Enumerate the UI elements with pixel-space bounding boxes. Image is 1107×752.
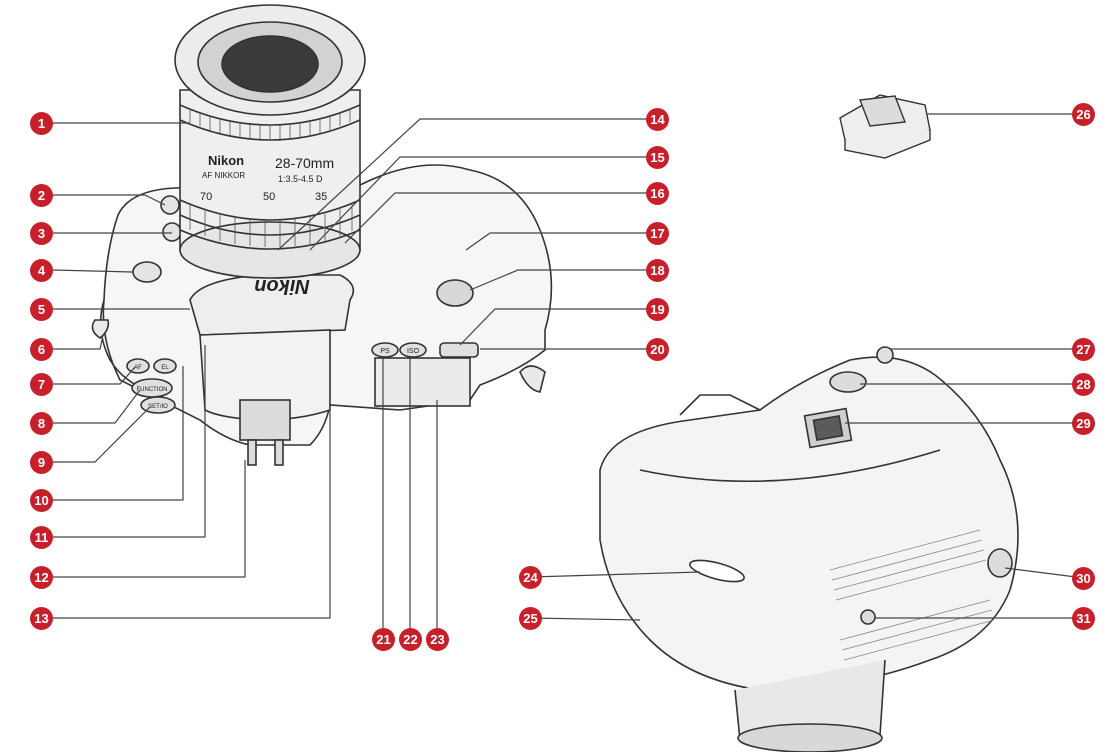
callout-5: 5 [30,298,53,321]
callout-2: 2 [30,184,53,207]
callout-23: 23 [426,628,449,651]
lens-mark-70: 70 [200,191,212,203]
callout-8: 8 [30,412,53,435]
eyepiece-cap-illustration [839,94,931,159]
lens-af-label: AF NIKKOR [202,171,245,180]
callout-9: 9 [30,451,53,474]
callout-3: 3 [30,222,53,245]
hot-shoe [239,399,291,441]
af-button-label: AF [134,365,142,371]
callout-30: 30 [1072,567,1095,590]
callout-13: 13 [30,607,53,630]
callout-25: 25 [519,607,542,630]
rear-vent-lines [829,529,995,661]
callout-6: 6 [30,338,53,361]
callout-4: 4 [30,259,53,282]
callout-20: 20 [646,338,669,361]
body-brand: Nikon [254,275,310,297]
lens-focal: 28-70mm [275,155,334,171]
shutter-release [436,279,474,307]
callout-leader-lines [52,113,1085,628]
callout-15: 15 [646,146,669,169]
callout-22: 22 [399,628,422,651]
function-button-label: FUNCTION [137,387,168,393]
callout-10: 10 [30,489,53,512]
lens-mark-50: 50 [263,191,275,203]
rear-camera-illustration [599,346,1019,752]
callout-19: 19 [646,298,669,321]
iso-button-label: ISO [407,348,420,355]
callout-7: 7 [30,373,53,396]
callout-16: 16 [646,182,669,205]
callout-27: 27 [1072,338,1095,361]
callout-17: 17 [646,222,669,245]
focus-ring-ridges [189,108,353,247]
callout-18: 18 [646,259,669,282]
prism-housing [189,274,355,336]
lens-brand: Nikon [208,153,244,168]
callout-11: 11 [30,526,53,549]
lens-front-element [221,35,319,93]
ps-button-label: PS [380,348,390,355]
callout-12: 12 [30,566,53,589]
callout-24: 24 [519,566,542,589]
callout-1: 1 [30,112,53,135]
lens-aperture: 1:3.5-4.5 D [278,174,323,184]
callout-31: 31 [1072,607,1095,630]
el-button-label: EL [161,365,169,371]
callout-21: 21 [372,628,395,651]
set-button-label: SET/IO [148,404,168,410]
callout-28: 28 [1072,373,1095,396]
callout-14: 14 [646,108,669,131]
lens-mark-35: 35 [315,191,327,203]
callout-26: 26 [1072,103,1095,126]
callout-29: 29 [1072,412,1095,435]
lcd-panel [374,357,471,407]
